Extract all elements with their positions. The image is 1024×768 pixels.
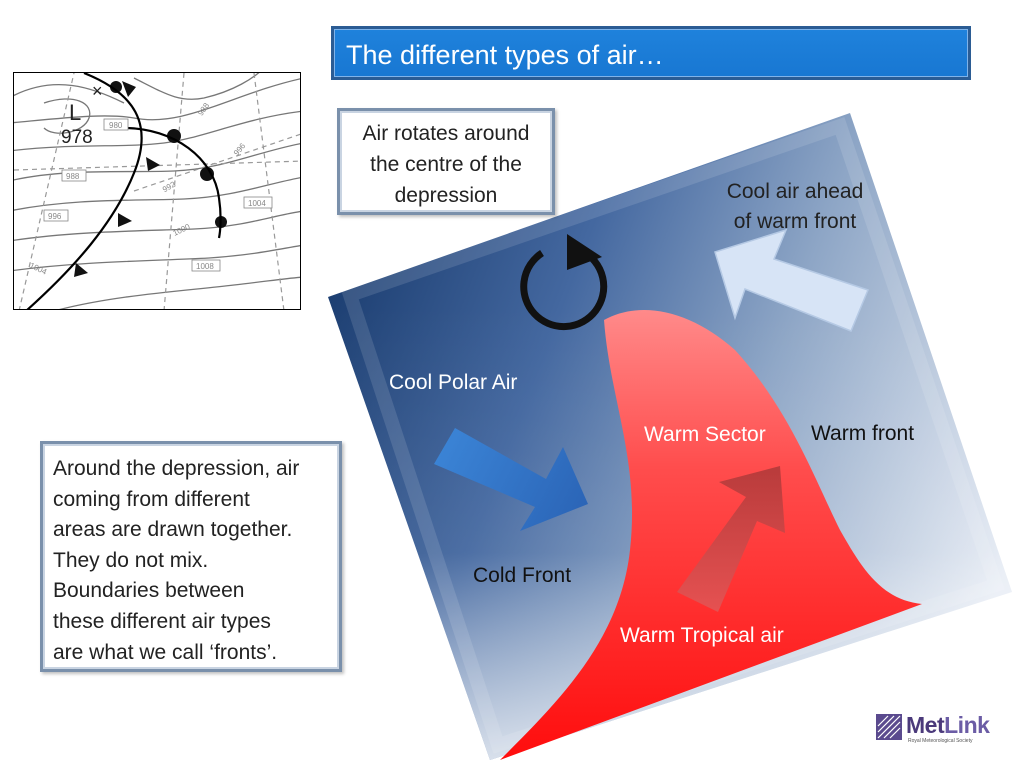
- weather-map: 980 988 988 996 992 996 1000 1004 1004 1…: [13, 72, 301, 310]
- cold-front-triangle: [118, 213, 132, 227]
- cold-front-triangle: [122, 81, 136, 97]
- isobar-label-box: [103, 118, 129, 131]
- cool-polar-air-label: Cool Polar Air: [389, 371, 518, 394]
- isobar-label: 1008: [196, 262, 214, 271]
- warm-front-semicircle: [167, 129, 181, 143]
- cool-air-ahead-label: Cool air ahead of warm front: [720, 177, 870, 237]
- rotation-note-line: depression: [394, 184, 498, 207]
- cool-air-ahead-line: Cool air ahead: [726, 180, 864, 203]
- isobar-label-box: [61, 169, 87, 182]
- isobar: [43, 98, 91, 134]
- rotation-note-box: Air rotates around the centre of the dep…: [337, 108, 555, 215]
- rotation-icon: [520, 247, 608, 331]
- logo-subtitle: Royal Meteorological Society: [908, 738, 973, 744]
- logo-met: Met: [906, 712, 945, 738]
- isobar-label-box: [191, 259, 221, 272]
- isobar-label-box: [43, 209, 69, 222]
- explanation-line: Boundaries between: [53, 579, 245, 603]
- rotation-note-line: Air rotates around: [362, 122, 530, 145]
- low-pressure-value: 978: [61, 127, 93, 148]
- title-bar: The different types of air…: [331, 26, 971, 80]
- polar-air-arrow: [434, 428, 588, 531]
- warm-front-line: [123, 126, 222, 239]
- low-pressure-symbol: L: [69, 100, 81, 125]
- cold-front-triangle: [74, 263, 88, 277]
- page-title: The different types of air…: [346, 40, 664, 70]
- cold-front-label: Cold Front: [473, 564, 572, 587]
- isobar: [14, 245, 300, 272]
- cold-front-line: [26, 73, 143, 309]
- isobar-label-box: [243, 196, 273, 209]
- low-centre-cross: ×: [92, 81, 103, 101]
- warm-sector-region: [500, 310, 922, 760]
- cold-front-triangle: [146, 157, 160, 171]
- rotation-note-line: the centre of the: [370, 153, 522, 176]
- warm-front-label: Warm front: [811, 422, 915, 445]
- fronts-explanation-box: Around the depression, air coming from d…: [40, 441, 342, 672]
- cool-air-arrow: [714, 228, 870, 332]
- weather-map-svg: 980 988 988 996 992 996 1000 1004 1004 1…: [14, 73, 300, 309]
- logo-link: Link: [944, 712, 990, 738]
- grid-line: [18, 73, 75, 309]
- warm-sector-label: Warm Sector: [644, 423, 766, 446]
- tropical-air-arrow: [677, 466, 785, 612]
- isobar-label: 988: [66, 172, 80, 181]
- grid-line: [253, 73, 285, 309]
- explanation-line: these different air types: [53, 609, 271, 633]
- isobar: [59, 276, 300, 309]
- isobar: [133, 73, 260, 100]
- rotation-arrowhead: [567, 234, 602, 270]
- metlink-logo: MetLink Royal Meteorological Society: [876, 712, 996, 746]
- warm-tropical-air-label: Warm Tropical air: [620, 624, 784, 647]
- isobar: [14, 78, 300, 124]
- grid-line: [133, 133, 300, 192]
- cool-air-ahead-line: of warm front: [733, 210, 857, 233]
- metlink-logo-mark: [876, 714, 902, 740]
- isobar-label: 980: [109, 121, 123, 130]
- cool-air-band: [341, 117, 1005, 754]
- metlink-wordmark: MetLink: [906, 712, 990, 739]
- isobar-label: 1004: [248, 199, 266, 208]
- grid-line: [163, 73, 185, 309]
- explanation-line: areas are drawn together.: [53, 518, 293, 542]
- isobar-label: 996: [48, 212, 62, 221]
- isobar: [14, 110, 300, 152]
- explanation-line: They do not mix.: [53, 548, 209, 572]
- warm-front-semicircle: [110, 81, 122, 93]
- isobar: [14, 143, 300, 181]
- explanation-line: Around the depression, air: [53, 457, 300, 480]
- explanation-line: are what we call ‘fronts’.: [53, 640, 278, 664]
- isobar: [14, 84, 125, 104]
- explanation-line: coming from different: [53, 487, 250, 511]
